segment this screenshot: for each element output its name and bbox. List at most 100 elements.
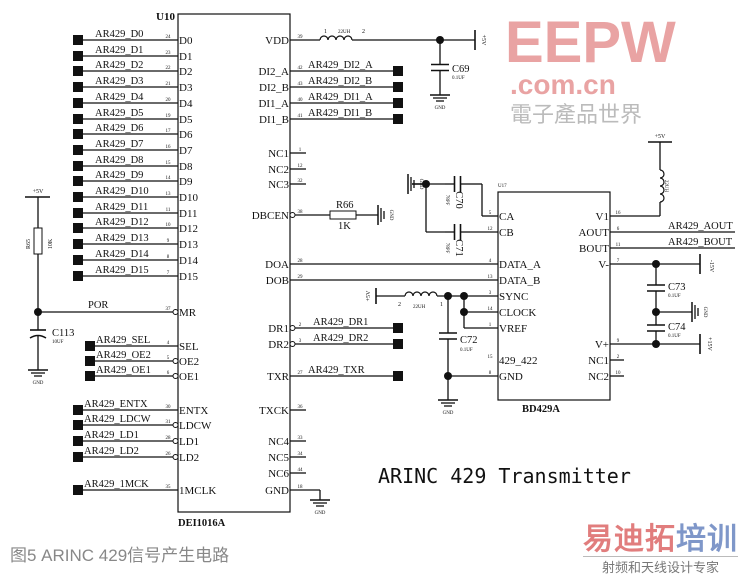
c74-value: 0.1UF — [668, 334, 681, 339]
u10-chip-body — [177, 13, 291, 513]
c113-capacitor-icon — [29, 334, 47, 339]
u17-pin-v1: V1 — [596, 211, 609, 223]
u10-pin-number: 33 — [298, 436, 304, 441]
u10-pin-d14: D14 — [179, 255, 198, 267]
inversion-bubble — [172, 309, 179, 315]
net-port-icon — [393, 114, 403, 124]
net-label: AR429_OE2 — [96, 350, 151, 361]
u10-pin-vdd: VDD — [265, 35, 289, 47]
u17-pin-number: 16 — [616, 211, 622, 216]
c74-ref: C74 — [668, 322, 686, 333]
u17-pin-number: 11 — [616, 243, 621, 248]
u10-pin-number: 29 — [298, 275, 304, 280]
net-label: AR429_D7 — [95, 139, 143, 150]
net-port-icon — [393, 339, 403, 349]
u17-pin-number: 15 — [488, 355, 494, 360]
u10-pin-dob: DOB — [266, 275, 289, 287]
net-label: AR429_LD2 — [84, 446, 139, 457]
u10-pin-dr1: DR1 — [268, 323, 289, 335]
u17-pin-nc1: NC1 — [588, 355, 609, 367]
net-label: AR429_D6 — [95, 123, 143, 134]
inductor-icon — [404, 291, 438, 297]
u10-pin-number: 7 — [167, 271, 170, 276]
u10-pin-number: 39 — [298, 35, 304, 40]
u17-pin-bout: BOUT — [579, 243, 609, 255]
c69-ref: C69 — [452, 64, 470, 75]
u10-pin-nc6: NC6 — [268, 468, 289, 480]
u10-pin-d13: D13 — [179, 239, 198, 251]
c71-value: 78PF — [444, 243, 449, 254]
u10-pin-gnd: GND — [265, 485, 289, 497]
u17-pin-number: 3 — [489, 291, 492, 296]
u17-pin-v-: V- — [598, 259, 609, 271]
u17-pin-number: 1 — [489, 323, 492, 328]
inversion-bubble — [172, 438, 179, 444]
c72-ref: C72 — [460, 335, 478, 346]
power-label-5v: +5V — [480, 35, 486, 46]
u10-pin-d2: D2 — [179, 66, 192, 78]
u10-pin-nc1: NC1 — [268, 148, 289, 160]
u10-pin-di2_b: DI2_B — [259, 82, 289, 94]
u10-pin-txck: TXCK — [259, 405, 289, 417]
u10-pin-number: 43 — [298, 82, 304, 87]
net-label: AR429_LD1 — [84, 430, 139, 441]
u17-pin-number: 6 — [617, 227, 620, 232]
net-label: AR429_DI2_A — [308, 60, 373, 71]
watermark-eepw: EEPW — [505, 10, 676, 75]
net-label: AR429_D1 — [95, 45, 143, 56]
net-port-icon — [393, 323, 403, 333]
inversion-bubble — [289, 325, 296, 331]
u10-pin-number: 22 — [166, 66, 172, 71]
u10-pin-number: 35 — [166, 485, 172, 490]
u10-pin-number: 11 — [166, 208, 171, 213]
u10-pin-number: 28 — [166, 436, 172, 441]
u10-pin-number: 21 — [166, 82, 172, 87]
u17-pin-number: 12 — [488, 227, 494, 232]
u10-pin-d5: D5 — [179, 114, 193, 126]
inversion-bubble — [172, 454, 179, 460]
inversion-bubble — [172, 373, 179, 379]
u10-pin-mr: MR — [179, 307, 197, 319]
u17-pin-data_a: DATA_A — [499, 259, 541, 271]
u10-pin-d7: D7 — [179, 145, 193, 157]
u10-pin-nc3: NC3 — [268, 179, 289, 191]
net-label: AR429_D9 — [95, 170, 143, 181]
ground-label: GND — [418, 179, 423, 190]
net-label: AR429_D4 — [95, 92, 144, 103]
u17-ref: U17 — [498, 184, 507, 189]
net-label: AR429_SEL — [96, 335, 150, 346]
u17-pin-number: 14 — [488, 307, 494, 312]
r65-resistor-icon — [33, 227, 43, 255]
u10-pin-d11: D11 — [179, 208, 198, 220]
inductor-value: 22UH — [663, 180, 668, 193]
u10-pin-1mclk: 1MCLK — [179, 485, 216, 497]
u17-pin-number: 2 — [617, 355, 620, 360]
u10-pin-number: 3 — [299, 339, 302, 344]
power-label-5v: +5V — [655, 134, 666, 140]
u10-pin-di2_a: DI2_A — [258, 66, 289, 78]
net-label: AR429_ENTX — [84, 399, 148, 410]
net-label: AR429_D0 — [95, 29, 143, 40]
u17-pin-number: 9 — [617, 339, 620, 344]
net-label: AR429_DR1 — [313, 317, 368, 328]
net-label: AR429_D12 — [95, 217, 149, 228]
power-label-p15v: +15V — [706, 337, 712, 351]
u10-ref: U10 — [156, 11, 175, 23]
u10-pin-number: 36 — [298, 405, 304, 410]
u10-pin-d8: D8 — [179, 161, 193, 173]
u10-pin-nc2: NC2 — [268, 164, 289, 176]
u10-pin-number: 23 — [166, 51, 172, 56]
u10-pin-number: 34 — [298, 452, 304, 457]
u10-pin-number: 27 — [298, 371, 304, 376]
u10-pin-d9: D9 — [179, 176, 193, 188]
u10-pin-sel: SEL — [179, 341, 199, 353]
u10-pin-dr2: DR2 — [268, 339, 289, 351]
net-label: AR429_1MCK — [84, 479, 149, 490]
u10-pin-number: 26 — [166, 452, 172, 457]
inductor-value: 22UH — [338, 30, 351, 35]
net-label: AR429_D8 — [95, 155, 143, 166]
r66-value: 1K — [338, 221, 351, 232]
net-label: AR429_D2 — [95, 60, 143, 71]
u10-pin-number: 10 — [166, 223, 172, 228]
diagram-title: ARINC 429 Transmitter — [378, 464, 631, 488]
